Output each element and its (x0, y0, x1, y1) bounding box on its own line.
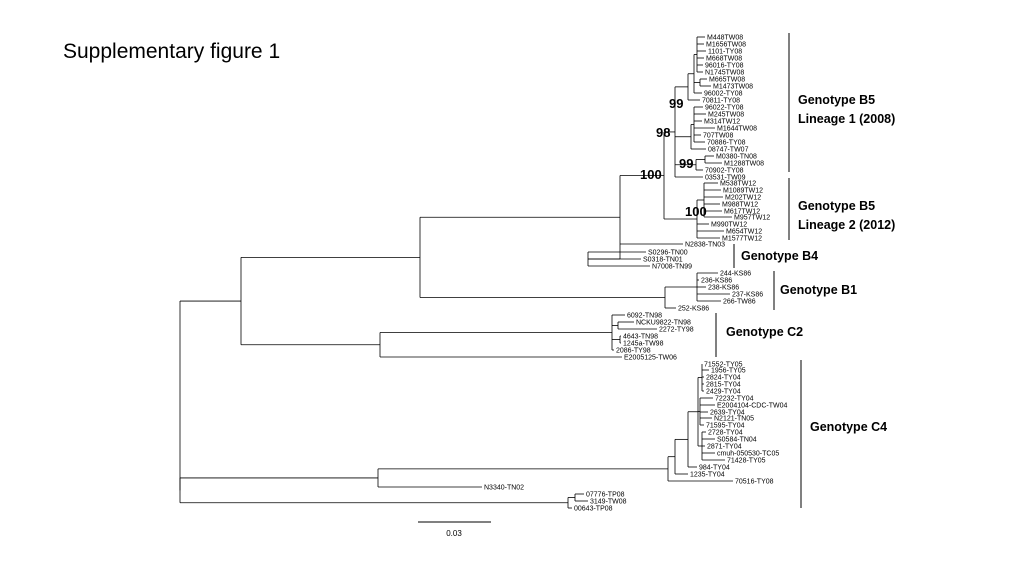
leaf-label: 237-KS86 (732, 291, 763, 298)
leaf-label: 1101-TY08 (708, 48, 742, 55)
bootstrap-value: 99 (679, 156, 693, 171)
bootstrap-value: 98 (656, 125, 670, 140)
leaf-label: M1473TW08 (713, 83, 753, 90)
leaf-label: N2838-TN03 (685, 241, 725, 248)
leaf-label: NCKU9822-TN98 (636, 319, 691, 326)
scale-bar: 0.03 (418, 521, 491, 538)
genotype-label: Genotype C2 (726, 325, 803, 339)
leaf-label: 1956-TY05 (711, 367, 746, 374)
leaf-label: 72232-TY04 (715, 395, 754, 402)
genotype-sublabel: Lineage 1 (2008) (798, 112, 895, 126)
leaf-label: 3149-TW08 (590, 498, 627, 505)
leaf-label: cmuh-050530-TC05 (717, 450, 779, 457)
leaf-label: M202TW12 (725, 194, 761, 201)
leaf-label: N1745TW08 (705, 69, 744, 76)
leaf-label: 70886-TY08 (707, 139, 746, 146)
leaf-label: 2639-TY04 (710, 409, 745, 416)
leaf-label: 266-TW86 (723, 298, 756, 305)
leaf-label: 2815-TY04 (706, 381, 741, 388)
support-values: 99 98 100 99 100 (640, 96, 707, 219)
leaf-label: M1644TW08 (717, 125, 757, 132)
leaf-label: N2121-TN05 (714, 415, 754, 422)
leaf-label: N3340-TN02 (484, 484, 524, 491)
leaf-label: 244-KS86 (720, 270, 751, 277)
leaf-label: S0318-TN01 (643, 256, 683, 263)
leaf-label: S0296-TN00 (648, 249, 688, 256)
leaf-label: M314TW12 (704, 118, 740, 125)
leaf-label: 96022-TY08 (705, 104, 744, 111)
leaf-label: 07776-TP08 (586, 491, 625, 498)
leaf-label: M988TW12 (722, 201, 758, 208)
genotype-label: Genotype B1 (780, 283, 857, 297)
leaf-label: M1656TW08 (706, 41, 746, 48)
leaf-label: 00643-TP08 (574, 505, 613, 512)
bootstrap-value: 100 (685, 204, 707, 219)
leaf-label: M990TW12 (711, 221, 747, 228)
leaf-label: 71428-TY05 (727, 457, 766, 464)
leaf-label: 96016-TY08 (705, 62, 744, 69)
genotype-label: Genotype B5 (798, 93, 875, 107)
leaf-label: M1577TW12 (722, 235, 762, 242)
leaf-label: M1089TW12 (723, 187, 763, 194)
genotype-label: Genotype B5 (798, 199, 875, 213)
leaf-label: 2824-TY04 (706, 374, 741, 381)
genotype-label: Genotype B4 (741, 249, 818, 263)
leaf-label: 70902-TY08 (705, 167, 744, 174)
leaf-label: 2871-TY04 (707, 443, 742, 450)
leaf-labels: M448TW08M1656TW081101-TY08M668TW0896016-… (484, 34, 788, 512)
bootstrap-value: 100 (640, 167, 662, 182)
leaf-label: M617TW12 (724, 208, 760, 215)
leaf-label: 236-KS86 (701, 277, 732, 284)
genotype-label: Genotype C4 (810, 420, 887, 434)
leaf-label: 08747-TW07 (708, 146, 749, 153)
genotype-labels: Genotype B5 Lineage 1 (2008) Genotype B5… (726, 93, 895, 434)
leaf-label: 2728-TY04 (708, 429, 743, 436)
clade-brackets (715, 33, 802, 508)
leaf-label: 71552-TY05 (704, 361, 743, 368)
leaf-label: 1245a-TW98 (623, 340, 664, 347)
scale-bar-label: 0.03 (446, 529, 462, 538)
leaf-label: M654TW12 (726, 228, 762, 235)
leaf-label: 71595-TY04 (706, 422, 745, 429)
leaf-label: 2429-TY04 (706, 388, 741, 395)
leaf-label: 70516-TY08 (735, 478, 774, 485)
leaf-label: M957TW12 (734, 214, 770, 221)
leaf-label: M668TW08 (706, 55, 742, 62)
leaf-label: N7008-TN99 (652, 263, 692, 270)
leaf-label: 252-KS86 (678, 305, 709, 312)
leaf-label: 2086-TY98 (616, 347, 651, 354)
leaf-label: 6092-TN98 (627, 312, 662, 319)
leaf-label: M448TW08 (707, 34, 743, 41)
leaf-label: 96002-TY08 (704, 90, 743, 97)
leaf-label: M245TW08 (708, 111, 744, 118)
leaf-label: 1235-TY04 (690, 471, 725, 478)
leaf-label: M665TW08 (709, 76, 745, 83)
leaf-label: E2005125-TW06 (624, 354, 677, 361)
slide-title: Supplementary figure 1 (63, 40, 281, 63)
leaf-label: 984-TY04 (699, 464, 730, 471)
genotype-sublabel: Lineage 2 (2012) (798, 218, 895, 232)
leaf-label: 03531-TW09 (705, 174, 746, 181)
leaf-label: 707TW08 (703, 132, 733, 139)
leaf-label: 2272-TY98 (659, 326, 694, 333)
leaf-label: E2004104-CDC-TW04 (717, 402, 788, 409)
tree-branches (179, 36, 733, 509)
leaf-label: M1288TW08 (724, 160, 764, 167)
leaf-label: 4643-TN98 (623, 333, 658, 340)
bootstrap-value: 99 (669, 96, 683, 111)
leaf-label: M538TW12 (720, 180, 756, 187)
leaf-label: M0380-TN08 (716, 153, 757, 160)
leaf-label: 70811-TY08 (702, 97, 740, 104)
leaf-label: S0584-TN04 (717, 436, 757, 443)
leaf-label: 238-KS86 (708, 284, 739, 291)
